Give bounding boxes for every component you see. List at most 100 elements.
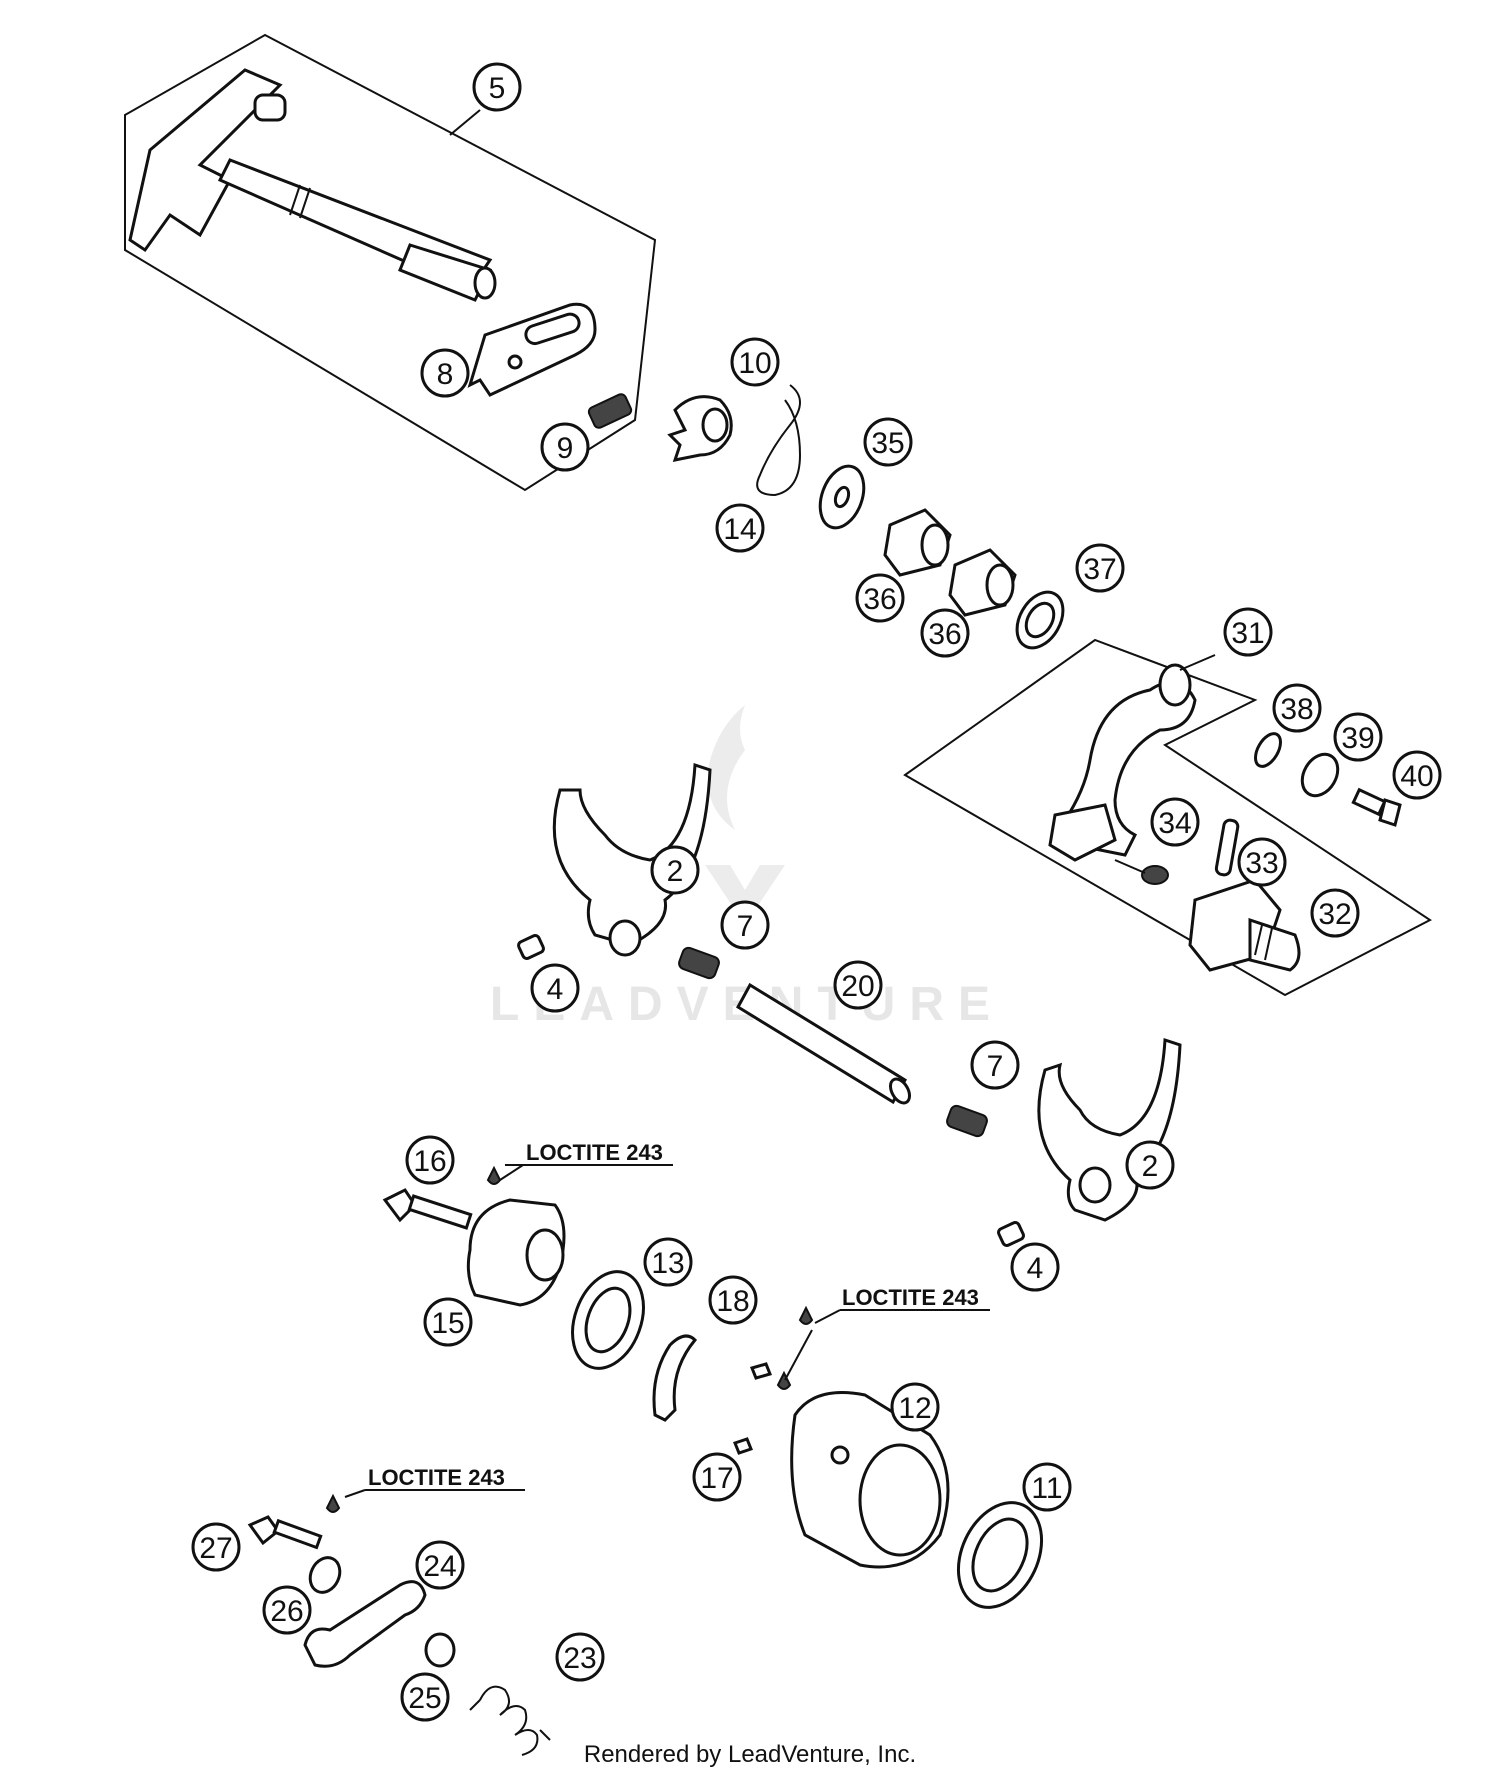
callout-label: 33 xyxy=(1245,847,1278,880)
callout-label: 11 xyxy=(1031,1472,1062,1505)
nut-34 xyxy=(1141,865,1169,885)
callout-36b: 36 xyxy=(920,608,970,658)
callout-label: 17 xyxy=(700,1462,733,1495)
callout-label: 40 xyxy=(1400,760,1433,793)
callout-label: 10 xyxy=(738,347,771,380)
lever-26 xyxy=(303,1580,427,1668)
shift-rod-20 xyxy=(736,982,911,1105)
spring-23 xyxy=(469,1685,551,1756)
bracket-18 xyxy=(652,1334,698,1422)
callout-label: 12 xyxy=(898,1392,931,1425)
spring-9 xyxy=(587,393,633,429)
callout-25: 25 xyxy=(400,1672,450,1722)
callout-label: 34 xyxy=(1158,807,1191,840)
bushing-36b xyxy=(948,548,1017,617)
callout-label: 18 xyxy=(716,1285,749,1318)
shift-drum-locating-15 xyxy=(466,1198,566,1307)
callout-11: 11 xyxy=(1022,1462,1072,1512)
loctite-note-upper: LOCTITE 243 xyxy=(526,1140,663,1165)
callout-2-lower: 2 xyxy=(1125,1140,1175,1190)
callout-label: 35 xyxy=(871,427,904,460)
callout-label: 23 xyxy=(563,1642,596,1675)
callout-label: 5 xyxy=(489,72,506,105)
callout-label: 7 xyxy=(737,910,754,943)
callout-label: 16 xyxy=(413,1145,446,1178)
pin-33 xyxy=(1214,818,1240,877)
callout-label: 20 xyxy=(841,970,874,1003)
shift-lever xyxy=(1048,663,1197,862)
callout-12: 12 xyxy=(890,1382,940,1432)
callout-label: 7 xyxy=(987,1050,1004,1083)
spring-7-upper xyxy=(678,946,720,980)
callout-38: 38 xyxy=(1272,683,1322,733)
callout-label: 4 xyxy=(547,973,564,1006)
callout-13: 13 xyxy=(643,1237,693,1287)
callout-label: 37 xyxy=(1083,553,1116,586)
callout-label: 32 xyxy=(1318,898,1351,931)
callout-8: 8 xyxy=(420,348,470,398)
screw-17a xyxy=(749,1362,773,1380)
shift-lever-group-outline xyxy=(903,638,1432,997)
callout-20: 20 xyxy=(833,960,883,1010)
loctite-drop-3 xyxy=(776,1370,792,1390)
callout-27: 27 xyxy=(191,1522,241,1572)
shift-fork-lower xyxy=(1037,1037,1182,1222)
loctite-note-middle: LOCTITE 243 xyxy=(842,1285,979,1310)
callout-4-upper: 4 xyxy=(530,963,580,1013)
footer-credit: Rendered by LeadVenture, Inc. xyxy=(584,1741,916,1768)
callout-4-lower: 4 xyxy=(1010,1242,1060,1292)
shift-shaft-group-outline xyxy=(124,33,657,492)
bolt-27 xyxy=(247,1515,323,1550)
callout-39: 39 xyxy=(1333,712,1383,762)
lock-washer-39 xyxy=(1300,752,1340,798)
callout-label: 9 xyxy=(557,432,574,465)
callout-14: 14 xyxy=(715,503,765,553)
callout-label: 38 xyxy=(1280,693,1313,726)
bolt-40 xyxy=(1351,787,1402,827)
callout-label: 2 xyxy=(667,855,684,888)
leader-lines xyxy=(344,109,1216,1498)
callout-26: 26 xyxy=(262,1585,312,1635)
callout-36a: 36 xyxy=(855,573,905,623)
torsion-spring-14 xyxy=(756,384,802,497)
loctite-drop-4 xyxy=(325,1493,341,1513)
guide-plate xyxy=(467,302,597,397)
callout-23: 23 xyxy=(555,1632,605,1682)
callout-9: 9 xyxy=(540,422,590,472)
callout-label: 26 xyxy=(270,1595,303,1628)
callout-31: 31 xyxy=(1223,607,1273,657)
shift-drum-12 xyxy=(790,1391,950,1569)
shift-shaft xyxy=(128,68,497,302)
callout-label: 15 xyxy=(431,1307,464,1340)
callout-33: 33 xyxy=(1237,837,1287,887)
callout-label: 8 xyxy=(437,358,454,391)
callout-24: 24 xyxy=(415,1540,465,1590)
callout-32: 32 xyxy=(1310,888,1360,938)
callout-label: 36 xyxy=(863,583,896,616)
callout-label: 2 xyxy=(1142,1150,1159,1183)
callout-label: 14 xyxy=(723,513,756,546)
spring-7-lower xyxy=(946,1104,988,1138)
callout-17: 17 xyxy=(692,1452,742,1502)
shift-clip xyxy=(667,395,733,462)
callout-16: 16 xyxy=(405,1135,455,1185)
callout-label: 31 xyxy=(1231,617,1264,650)
pin-4-upper xyxy=(517,934,545,960)
callout-7-lower: 7 xyxy=(970,1040,1020,1090)
footrest-32 xyxy=(1188,878,1301,972)
roller-25 xyxy=(424,1632,456,1668)
callout-34: 34 xyxy=(1150,797,1200,847)
callout-label: 27 xyxy=(199,1532,232,1565)
callout-40: 40 xyxy=(1392,750,1442,800)
callout-18: 18 xyxy=(708,1275,758,1325)
callout-label: 39 xyxy=(1341,722,1374,755)
callout-label: 36 xyxy=(928,618,961,651)
callout-label: 25 xyxy=(408,1682,441,1715)
callout-35: 35 xyxy=(863,417,913,467)
pin-4-lower xyxy=(997,1221,1025,1247)
callout-7-upper: 7 xyxy=(720,900,770,950)
loctite-drop-1 xyxy=(486,1165,502,1185)
callout-label: 4 xyxy=(1027,1252,1044,1285)
bolt-16 xyxy=(382,1188,473,1230)
